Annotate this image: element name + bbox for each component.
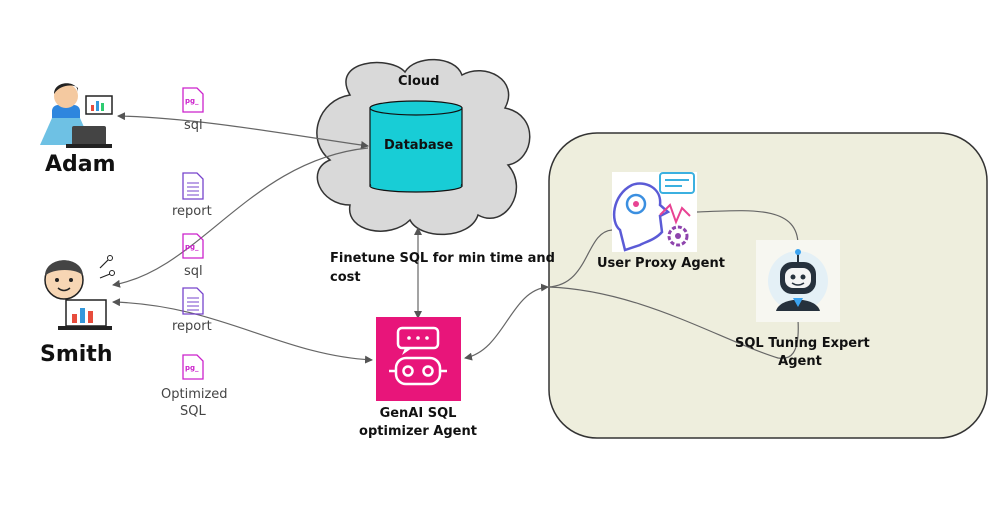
cloud-label: Cloud bbox=[398, 74, 440, 89]
user-laptop-chart-icon bbox=[44, 255, 115, 330]
robot-avatar-icon bbox=[756, 240, 840, 322]
connector-hub-expert bbox=[547, 286, 799, 359]
finetune-label-line2: cost bbox=[330, 270, 361, 285]
pg-file-icon: pg_ bbox=[182, 233, 204, 259]
connector-hub-userproxy bbox=[547, 229, 613, 288]
file-label-optimized: Optimized bbox=[161, 387, 228, 402]
database-cylinder bbox=[369, 100, 463, 193]
file-label-smith-sql: sql bbox=[184, 264, 203, 279]
file-label-adam-sql: sql bbox=[184, 118, 203, 133]
file-label-optimized-sql: SQL bbox=[180, 404, 206, 419]
actor-name-adam: Adam bbox=[45, 152, 116, 177]
connector-genai-agents bbox=[464, 283, 549, 361]
database-label: Database bbox=[384, 138, 454, 153]
svg-text:pg_: pg_ bbox=[185, 364, 199, 372]
genai-agent-label-line2: optimizer Agent bbox=[359, 424, 477, 439]
svg-text:pg_: pg_ bbox=[185, 243, 199, 251]
file-label-report-1: report bbox=[172, 204, 212, 219]
connector-userproxy-expert bbox=[696, 210, 799, 246]
genai-agent-label-line1: GenAI SQL bbox=[379, 406, 457, 421]
actor-name-smith: Smith bbox=[40, 342, 113, 367]
finetune-label-line1: Finetune SQL for min time and bbox=[330, 251, 555, 266]
svg-text:pg_: pg_ bbox=[185, 97, 199, 105]
user-proxy-agent-label: User Proxy Agent bbox=[597, 256, 725, 271]
report-file-icon bbox=[182, 172, 204, 200]
report-file-icon bbox=[182, 287, 204, 315]
connector-smith-database bbox=[112, 147, 369, 288]
connector-adam-database bbox=[117, 112, 369, 149]
connector-smith-genai bbox=[112, 298, 373, 364]
ai-head-gear-icon bbox=[612, 172, 697, 252]
sql-expert-label-line2: Agent bbox=[778, 354, 822, 369]
robot-chat-icon bbox=[376, 317, 461, 401]
businessman-laptop-icon bbox=[40, 83, 113, 148]
pg-file-icon: pg_ bbox=[182, 354, 204, 380]
sql-expert-label-line1: SQL Tuning Expert bbox=[735, 336, 870, 351]
pg-file-icon: pg_ bbox=[182, 87, 204, 113]
file-label-report-2: report bbox=[172, 319, 212, 334]
